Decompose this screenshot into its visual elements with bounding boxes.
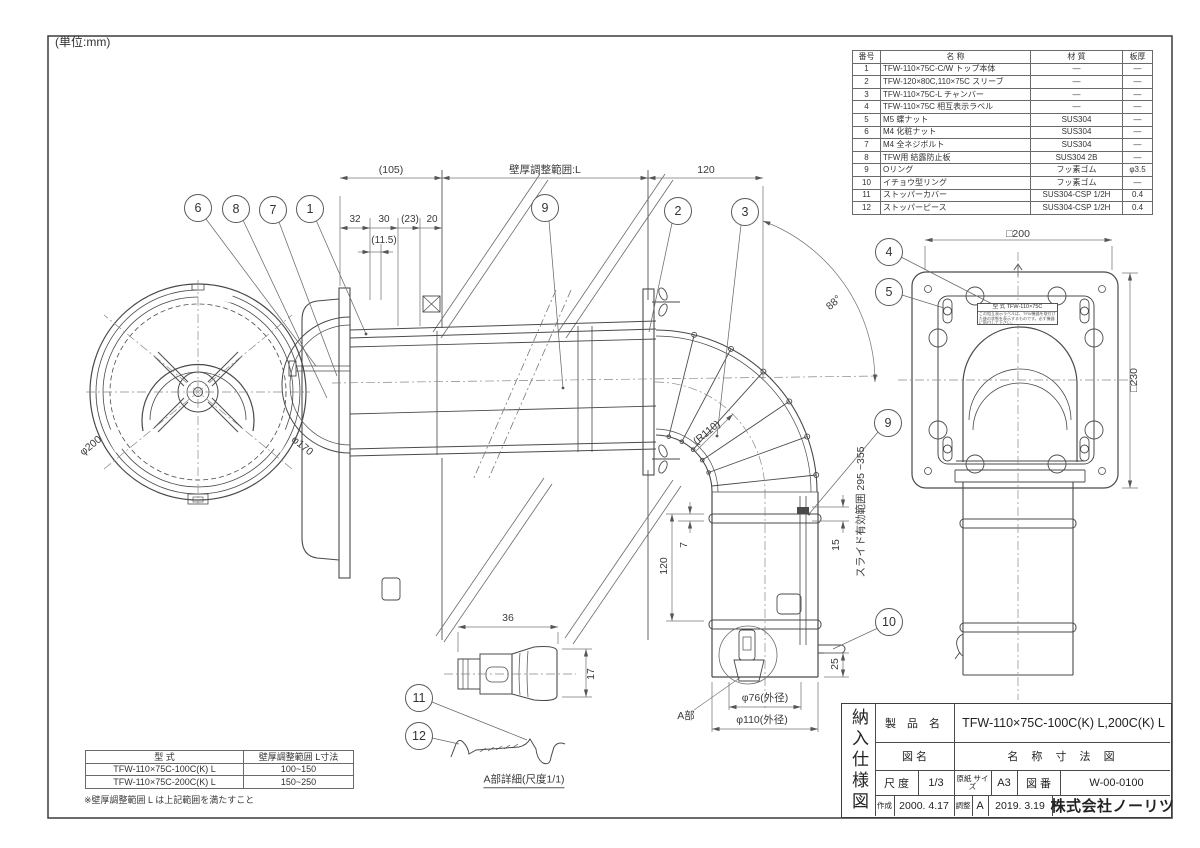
balloon-10: 10 [875,608,903,636]
balloon-12: 12 [405,722,433,750]
wall-hatch [432,173,682,645]
spring-clip [450,737,566,765]
balloon-5: 5 [875,278,903,306]
flange-view [898,252,1136,700]
scale-value: 1/3 [928,776,944,789]
created-label: 作成 [877,800,892,810]
col-model: 型 式 [85,750,244,764]
balloon-9-top: 9 [531,194,559,222]
dim-105: (105) [378,163,404,176]
revision-mark: A [976,799,984,812]
balloon-4: 4 [875,238,903,266]
dim-dia76: φ76(外径) [741,691,789,704]
product-name-label: 製 品 名 [884,718,945,730]
detail-a-view [444,645,576,765]
dim-120-pipe: 120 [657,557,670,575]
dim-wall-range: 壁厚調整範囲:L [509,163,581,176]
clearance-holes [928,286,1104,474]
rating-label-plate: 型 式 TFW-110×75C この相互表示ラベルは、TFW機器を取付けた後の状… [977,303,1058,325]
drawing-number: W-00-0100 [1089,776,1144,789]
col-name: 名 称 [880,50,1031,64]
model-header-row: 型 式 壁厚調整範囲 L寸法 [85,750,354,764]
unit-note: (単位:mm) [55,35,111,49]
drawing-name: 名 称 寸 法 図 [1007,751,1120,763]
drawing-number-label: 図 番 [1025,777,1052,790]
dim-36: 36 [502,611,514,624]
dimension-lines [339,175,1138,732]
scale-label: 尺 度 [883,777,910,790]
balloon-9-right: 9 [874,409,902,437]
dim-15: 15 [829,539,842,551]
section-view [281,170,879,710]
dim-120-top: 120 [697,163,715,176]
dim-sq200: □200 [1006,227,1030,240]
col-range: 壁厚調整範囲 L寸法 [243,750,354,764]
rating-label-fineprint: この相互表示ラベルは、TFW機器を取付けた後の状態を表示するものです。必ず機器に… [979,311,1056,325]
balloon-1: 1 [296,195,324,223]
balloon-leaders [205,218,999,745]
page-border [47,35,1173,819]
dim-25: 25 [828,658,841,670]
title-block: 納入仕様図 製 品 名 TFW-110×75C-100C(K) L,200C(K… [841,703,1175,818]
drawing-name-label: 図 名 [901,751,928,763]
model-table-note: ※壁厚調整範囲 L は上記範囲を満たすこと [84,795,255,805]
dim-30: 30 [378,214,390,225]
paper-size-label: 原紙 サイズ [956,773,989,791]
balloon-7: 7 [259,196,287,224]
dim-11-5: (11.5) [371,235,397,246]
dim-20: 20 [426,214,438,225]
col-material: 材 質 [1030,50,1123,64]
dim-17: 17 [584,668,597,680]
detail-caption: A部詳細(尺度1/1) [483,774,565,788]
balloon-11: 11 [405,684,433,712]
corner-slots [942,298,1090,462]
created-date: 2000. 4.17 [899,799,949,812]
company-logo: 株式会社ノーリツ [1050,798,1175,815]
balloon-8: 8 [222,195,250,223]
balloon-6: 6 [184,194,212,222]
col-thickness: 板厚 [1122,50,1153,64]
adjusted-date: 2019. 3.19 [995,799,1045,812]
dim-23: (23) [401,214,419,225]
dim-sq230: □230 [1127,368,1140,392]
col-no: 番号 [852,50,881,64]
detail-ref-label: A部 [677,709,695,722]
paper-size-value: A3 [997,776,1011,789]
slide-range-label: スライド有効範囲 295 ~355 [854,446,867,578]
adjusted-label: 調整 [955,800,971,810]
elbow-joints [666,331,820,487]
parts-header-row: 番号 名 称 材 質 板厚 [852,50,1153,64]
dim-7: 7 [677,542,690,548]
wing-nut-bottom [652,444,680,474]
dim-32: 32 [349,214,361,225]
front-view [86,280,310,505]
product-name: TFW-110×75C-100C(K) L,200C(K) L [962,716,1165,730]
balloon-3: 3 [731,198,759,226]
wing-nut-top [652,287,680,317]
doc-type: 納入仕様図 [849,707,868,813]
rating-label-model: 型 式 TFW-110×75C [978,304,1057,312]
dim-dia110: φ110(外径) [736,713,788,726]
corner-screws [924,285,1106,475]
balloon-2: 2 [664,197,692,225]
